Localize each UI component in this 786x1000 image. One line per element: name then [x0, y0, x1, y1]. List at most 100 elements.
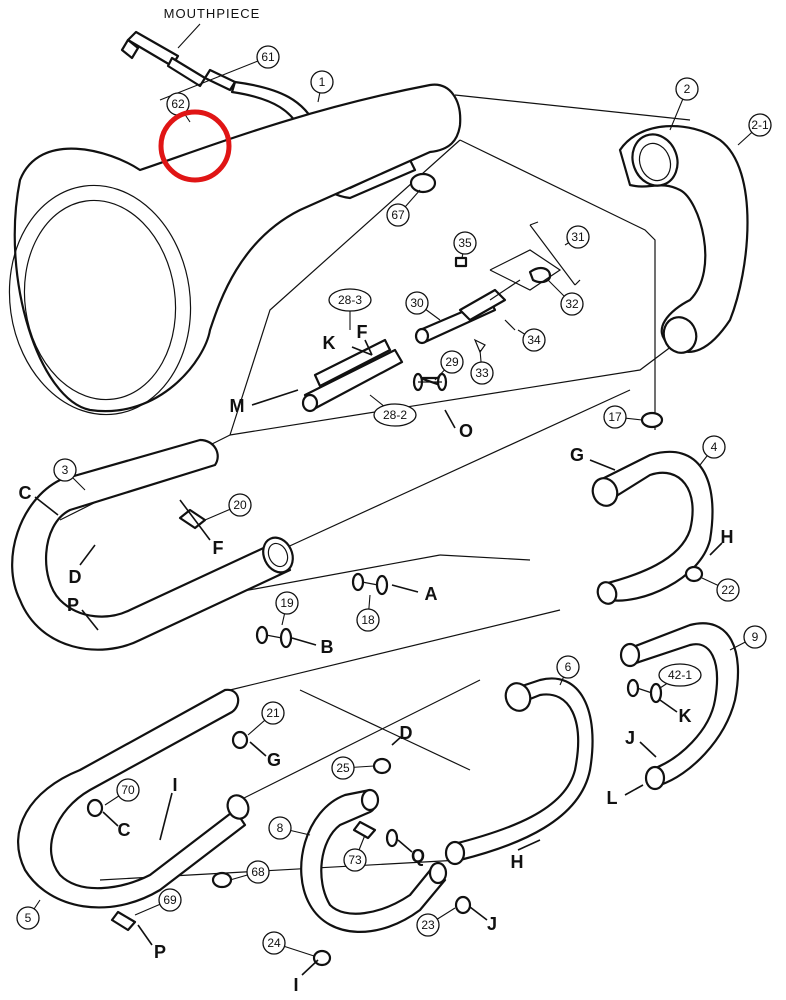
- mouthpiece-leader: [177, 23, 201, 49]
- u-tube-6: [444, 677, 594, 866]
- fitting-22: [684, 565, 704, 583]
- callout-number: 2-1: [751, 118, 769, 132]
- flow-letter-I: I: [293, 975, 298, 995]
- fitting-25: [372, 757, 392, 775]
- callout-shape: [53, 458, 77, 482]
- flow-letter-Q: Q: [411, 846, 425, 866]
- callout-28-2: 28-2: [369, 394, 417, 427]
- flow-letter-A: A: [425, 584, 438, 604]
- flow-letter-G: G: [267, 750, 281, 770]
- callout-19: 19: [275, 591, 299, 626]
- callout-number: 22: [721, 583, 735, 597]
- callout-4: 4: [699, 435, 726, 466]
- callout-number: 34: [527, 333, 541, 347]
- callout-5: 5: [16, 899, 41, 930]
- callout-shape: [556, 655, 580, 679]
- callout-shape: [328, 288, 372, 312]
- callout-25: 25: [331, 756, 375, 780]
- callout-32: 32: [547, 279, 584, 316]
- callout-shape: [675, 77, 699, 101]
- callout-number: 6: [565, 660, 572, 674]
- callout-shape: [743, 625, 767, 649]
- callout-shape: [343, 848, 367, 872]
- callout-number: 18: [361, 613, 375, 627]
- callout-shape: [356, 608, 380, 632]
- callout-35: 35: [453, 231, 477, 259]
- callout-shape: [716, 578, 740, 602]
- callout-23: 23: [416, 907, 456, 937]
- callout-number: 30: [410, 296, 424, 310]
- callout-shape: [560, 292, 584, 316]
- callout-shape: [453, 231, 477, 255]
- callout-number: 62: [171, 97, 185, 111]
- fitting-21: [231, 730, 249, 750]
- callout-2: 2: [669, 77, 699, 131]
- flow-letter-B: B: [321, 637, 334, 657]
- flow-letter-G: G: [570, 445, 584, 465]
- callout-number: 1: [319, 75, 326, 89]
- callout-8: 8: [268, 816, 311, 840]
- cap-67: [409, 172, 437, 194]
- u-tube-5: [17, 688, 250, 909]
- callout-shape: [470, 361, 494, 385]
- callout-28-3: 28-3: [328, 288, 372, 330]
- callout-number: 9: [752, 630, 759, 644]
- callout-9: 9: [729, 625, 767, 651]
- flow-letter-J: J: [487, 914, 497, 934]
- mouthpiece: [120, 30, 207, 88]
- callout-number: 31: [571, 230, 585, 244]
- callout-1: 1: [310, 70, 334, 103]
- callout-number: 42-1: [668, 668, 692, 682]
- callout-33: 33: [470, 349, 494, 385]
- callout-number: 28-2: [383, 408, 407, 422]
- callout-number: 24: [267, 936, 281, 950]
- callout-shape: [702, 435, 726, 459]
- callout-number: 5: [25, 911, 32, 925]
- callout-31: 31: [564, 225, 590, 249]
- flow-letter-M: M: [230, 396, 245, 416]
- callout-number: 21: [266, 706, 280, 720]
- callout-shape: [158, 888, 182, 912]
- callout-shape: [386, 203, 410, 227]
- callout-number: 61: [261, 50, 275, 64]
- u-tube-3: [11, 438, 294, 651]
- callout-number: 8: [277, 821, 284, 835]
- flow-letter-C: C: [118, 820, 131, 840]
- flow-letter-P: P: [154, 942, 166, 962]
- flow-letter-O: O: [459, 421, 473, 441]
- callout-number: 32: [565, 297, 579, 311]
- callout-number: 68: [251, 865, 265, 879]
- callout-number: 19: [280, 596, 294, 610]
- callout-24: 24: [262, 931, 315, 957]
- callout-3: 3: [53, 458, 86, 491]
- callout-number: 3: [62, 463, 69, 477]
- callout-shape: [748, 113, 772, 137]
- flow-letter-J: J: [625, 728, 635, 748]
- flow-letter-I: I: [172, 775, 177, 795]
- flow-letter-D: D: [69, 567, 82, 587]
- flow-letter-C: C: [19, 483, 32, 503]
- callout-30: 30: [405, 291, 441, 321]
- fitting-69: [110, 910, 137, 932]
- callout-shape: [522, 328, 546, 352]
- callout-shape: [275, 591, 299, 615]
- flow-letter-K: K: [323, 333, 336, 353]
- callout-21: 21: [247, 701, 285, 736]
- callout-18: 18: [356, 594, 380, 632]
- callout-number: 17: [608, 410, 622, 424]
- valve-section: [301, 221, 581, 413]
- u-tube-8: [300, 788, 448, 933]
- letter-arrows: [34, 339, 723, 976]
- callout-shape: [658, 663, 702, 687]
- fitting-20: [178, 508, 207, 530]
- callout-shape: [373, 403, 417, 427]
- callout-number: 33: [475, 366, 489, 380]
- callout-shape: [116, 778, 140, 802]
- callout-number: 23: [421, 918, 435, 932]
- callout-shape: [405, 291, 429, 315]
- callout-67: 67: [386, 189, 421, 227]
- fitting-70: [86, 798, 104, 818]
- callout-number: 4: [711, 440, 718, 454]
- flow-letter-D: D: [400, 723, 413, 743]
